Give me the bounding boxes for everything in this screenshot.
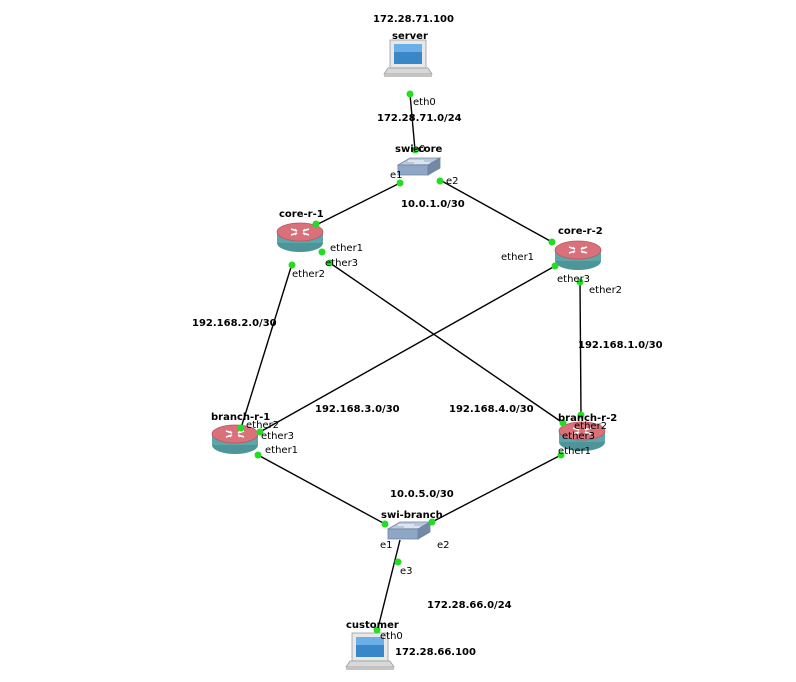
network-labels: 172.28.71.0/24 10.0.1.0/30 192.168.2.0/3… bbox=[192, 113, 663, 611]
server-node[interactable] bbox=[383, 39, 433, 78]
port-dot bbox=[428, 518, 436, 526]
port-label: ether2 bbox=[574, 421, 607, 432]
port-dot bbox=[411, 146, 419, 154]
port-dot bbox=[237, 424, 245, 432]
customer-name-label: customer bbox=[346, 620, 399, 631]
port-label: ether2 bbox=[292, 269, 325, 280]
swi-branch-node[interactable] bbox=[387, 521, 431, 540]
network-label: 192.168.1.0/30 bbox=[578, 340, 663, 351]
port-dot bbox=[381, 520, 389, 528]
port-label: ether3 bbox=[562, 431, 595, 442]
port-dot bbox=[576, 278, 584, 286]
port-label: ether1 bbox=[265, 445, 298, 456]
computer-icon bbox=[383, 39, 433, 78]
port-label: eth0 bbox=[380, 631, 403, 642]
port-label: ether2 bbox=[589, 285, 622, 296]
port-dot bbox=[312, 220, 320, 228]
link-core-r-1-branch-r-2 bbox=[329, 262, 564, 424]
port-dot bbox=[394, 558, 402, 566]
link-core-r-1-branch-r-1 bbox=[240, 263, 293, 429]
link-branch-r-1-swi-branch bbox=[257, 454, 386, 525]
port-label: ether3 bbox=[557, 274, 590, 285]
port-label: ether2 bbox=[246, 420, 279, 431]
swi-core-name-label: swi-core bbox=[395, 144, 442, 155]
network-label: 192.168.4.0/30 bbox=[449, 404, 534, 415]
port-dot bbox=[254, 451, 262, 459]
port-label: ether1 bbox=[330, 243, 363, 254]
port-label: ether1 bbox=[501, 252, 534, 263]
core-r-1-name-label: core-r-1 bbox=[279, 209, 324, 220]
port-label: e0 bbox=[413, 144, 426, 155]
server-ip-label: 172.28.71.100 bbox=[373, 14, 454, 25]
port-dot bbox=[436, 177, 444, 185]
port-dot bbox=[577, 411, 585, 419]
network-label: 10.0.5.0/30 bbox=[390, 489, 454, 500]
port-dot bbox=[548, 238, 556, 246]
port-dot bbox=[373, 626, 381, 634]
branch-r-2-name-label: branch-r-2 bbox=[558, 413, 617, 424]
port-dots bbox=[237, 90, 585, 634]
node-labels: 172.28.71.100 server swi-core core-r-1 c… bbox=[211, 14, 617, 658]
port-dot bbox=[256, 428, 264, 436]
network-label: 172.28.71.0/24 bbox=[377, 113, 462, 124]
link-swi-core-core-r-1 bbox=[315, 182, 401, 226]
core-r-2-name-label: core-r-2 bbox=[558, 226, 603, 237]
port-dot bbox=[406, 90, 414, 98]
link-swi-branch-customer bbox=[376, 539, 401, 633]
link-server-swi-core bbox=[409, 93, 416, 151]
link-branch-r-2-swi-branch bbox=[431, 454, 562, 523]
links bbox=[240, 93, 582, 633]
router-icon bbox=[554, 240, 602, 271]
port-label: ether3 bbox=[325, 258, 358, 269]
port-label: e3 bbox=[400, 566, 413, 577]
link-swi-core-core-r-2 bbox=[439, 179, 553, 243]
port-labels: eth0 e0 e1 e2 ether1 ether2 ether3 ether… bbox=[246, 97, 622, 642]
port-label: ether1 bbox=[558, 446, 591, 457]
port-dot bbox=[559, 419, 567, 427]
branch-r-1-name-label: branch-r-1 bbox=[211, 412, 270, 423]
port-dot bbox=[288, 261, 296, 269]
port-dot bbox=[551, 262, 559, 270]
network-label: 10.0.1.0/30 bbox=[401, 199, 465, 210]
port-dot bbox=[318, 248, 326, 256]
port-label: e2 bbox=[446, 176, 459, 187]
port-label: ether3 bbox=[261, 431, 294, 442]
core-r-2-node[interactable] bbox=[554, 240, 602, 271]
swi-core-node[interactable] bbox=[397, 157, 441, 176]
switch-icon bbox=[387, 521, 431, 540]
server-name-label: server bbox=[392, 31, 428, 42]
port-label: eth0 bbox=[413, 97, 436, 108]
swi-branch-name-label: swi-branch bbox=[381, 510, 443, 521]
customer-ip-label: 172.28.66.100 bbox=[395, 647, 476, 658]
port-dot bbox=[326, 259, 334, 267]
link-core-r-2-branch-r-2 bbox=[579, 281, 582, 416]
port-dot bbox=[396, 179, 404, 187]
switch-icon bbox=[397, 157, 441, 176]
link-core-r-2-branch-r-1 bbox=[259, 265, 556, 433]
network-label: 192.168.2.0/30 bbox=[192, 318, 277, 329]
port-dot bbox=[557, 451, 565, 459]
port-label: e1 bbox=[380, 540, 393, 551]
network-label: 192.168.3.0/30 bbox=[315, 404, 400, 415]
network-label: 172.28.66.0/24 bbox=[427, 600, 512, 611]
port-label: e2 bbox=[437, 540, 450, 551]
port-label: e1 bbox=[390, 170, 403, 181]
